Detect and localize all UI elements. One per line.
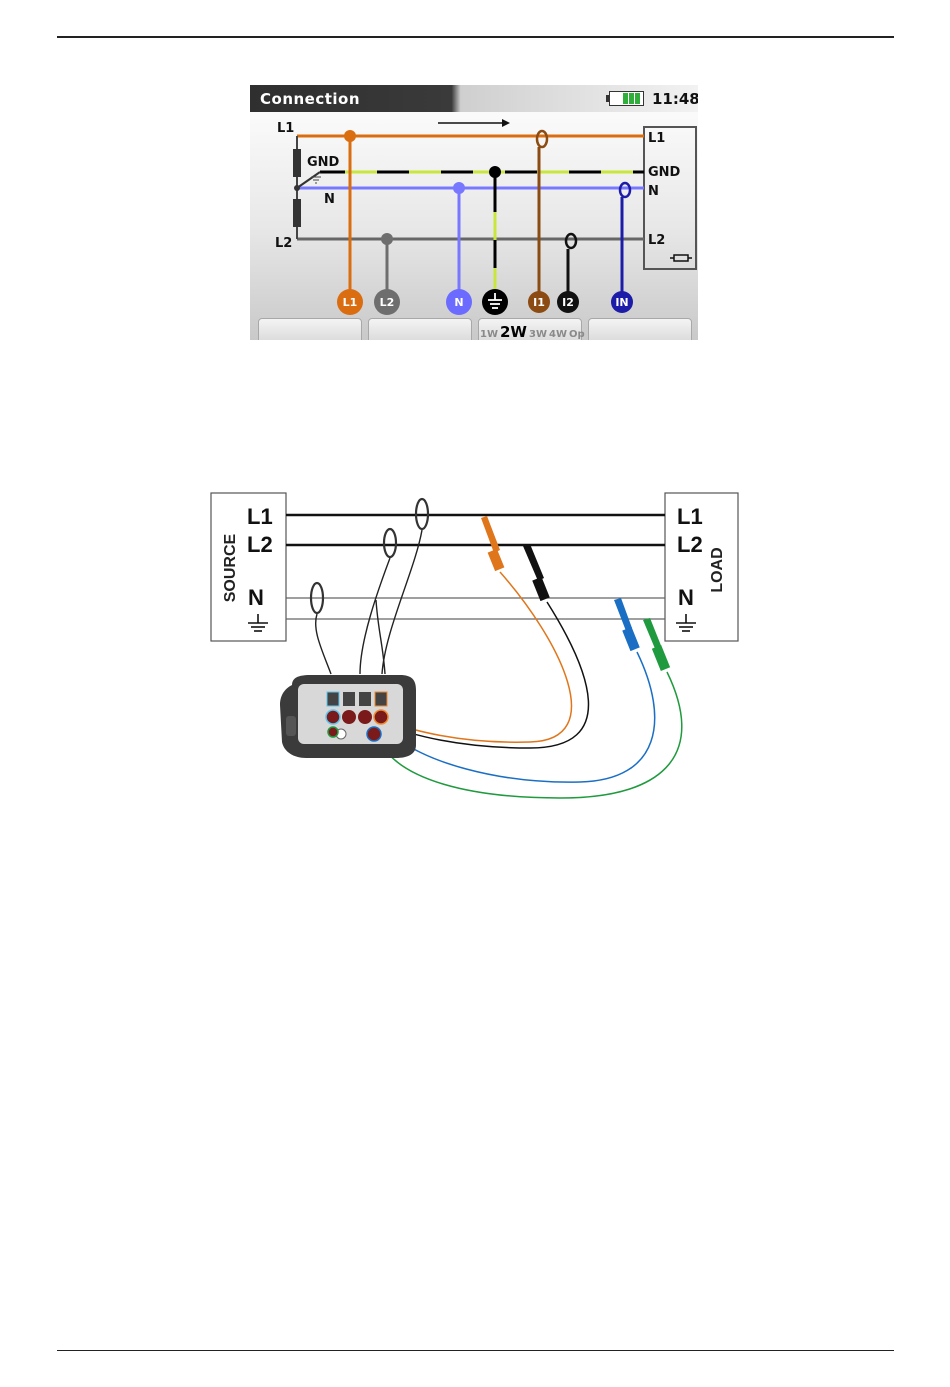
probe-n-blue [390, 598, 655, 782]
load-icon [674, 255, 688, 261]
softkey-1[interactable] [258, 318, 362, 340]
source-n: N [248, 585, 264, 610]
source-l1: L1 [247, 504, 273, 529]
connection-screen: Connection 11:48 [250, 85, 698, 340]
terminal-n: N [446, 289, 472, 315]
svg-text:IN: IN [615, 296, 628, 309]
svg-text:L1: L1 [343, 296, 358, 309]
svg-text:I2: I2 [562, 296, 574, 309]
svg-text:I1: I1 [533, 296, 545, 309]
softkey-4[interactable] [588, 318, 692, 340]
terminal-in: IN [611, 291, 633, 313]
mode-3w: 3W [529, 329, 547, 340]
connection-diagram: L1 GND N L2 L1 GND N L2 L1 L2 N [250, 85, 698, 340]
label-n-right: N [648, 184, 659, 199]
footer-rule [57, 1350, 894, 1351]
load-label: LOAD [709, 547, 726, 592]
clamp-i2 [566, 234, 576, 248]
terminal-gnd [482, 289, 508, 315]
label-l1-right: L1 [648, 131, 665, 146]
terminal-l2: L2 [374, 289, 400, 315]
label-n-left: N [324, 192, 335, 207]
clamp-l2 [360, 529, 396, 674]
clamp-l1 [382, 499, 428, 674]
source-l2: L2 [247, 532, 273, 557]
header-rule [57, 36, 894, 38]
svg-text:L2: L2 [380, 296, 395, 309]
load-l2: L2 [677, 532, 703, 557]
mode-4w: 4W [549, 329, 567, 340]
clamp-i1 [537, 131, 547, 147]
instrument-icon [280, 675, 416, 758]
mode-2w-selected: 2W [500, 323, 527, 340]
label-l2-left: L2 [275, 236, 292, 251]
terminal-i2: I2 [557, 291, 579, 313]
clamp-n [311, 583, 331, 674]
mode-op: Op [569, 329, 585, 340]
terminal-l1: L1 [337, 289, 363, 315]
clamp-in [620, 183, 630, 197]
load-n: N [678, 585, 694, 610]
label-gnd-right: GND [648, 165, 681, 180]
label-gnd-left: GND [307, 155, 340, 170]
softkey-2[interactable] [368, 318, 472, 340]
source-label: SOURCE [222, 533, 239, 602]
label-l1-left: L1 [277, 121, 294, 136]
load-l1: L1 [677, 504, 703, 529]
svg-text:N: N [454, 296, 463, 309]
label-l2-right: L2 [648, 233, 665, 248]
wiring-diagram: L1 L2 N SOURCE L1 L2 N LOAD [200, 480, 760, 820]
terminal-i1: I1 [528, 291, 550, 313]
mode-1w: 1W [480, 329, 498, 340]
